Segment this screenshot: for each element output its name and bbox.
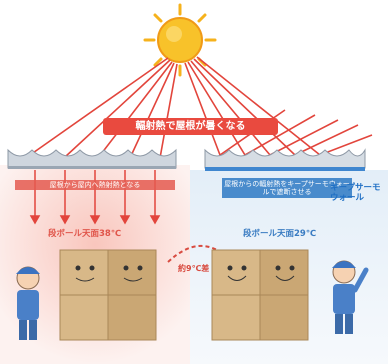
left-roof: [7, 148, 177, 169]
heat-arrows-down: [29, 170, 161, 225]
right-roof: [204, 148, 366, 171]
box-icon-right: [211, 249, 309, 341]
worker-icon-right: [332, 260, 369, 334]
product-label: キープサーモウォール: [330, 183, 381, 203]
right-note: 屋根からの輻射熱をキープサーモウォールで遮断させる: [222, 178, 352, 199]
thermo-layer: [205, 167, 365, 171]
heat-rays-left: [29, 57, 178, 159]
box-icon: [59, 249, 157, 341]
heat-rays-right: [184, 56, 373, 157]
temperature-difference: 約9℃差: [178, 264, 210, 273]
right-temperature: 段ボール天面29℃: [243, 229, 317, 239]
worker-icon: [16, 266, 40, 340]
sun-icon: [143, 3, 217, 77]
heat-banner: 輻射熱で屋根が暑くなる: [103, 118, 278, 135]
left-temperature: 段ボール天面38℃: [48, 229, 122, 239]
left-note: 屋根から屋内へ熱射熱となる: [15, 180, 175, 191]
